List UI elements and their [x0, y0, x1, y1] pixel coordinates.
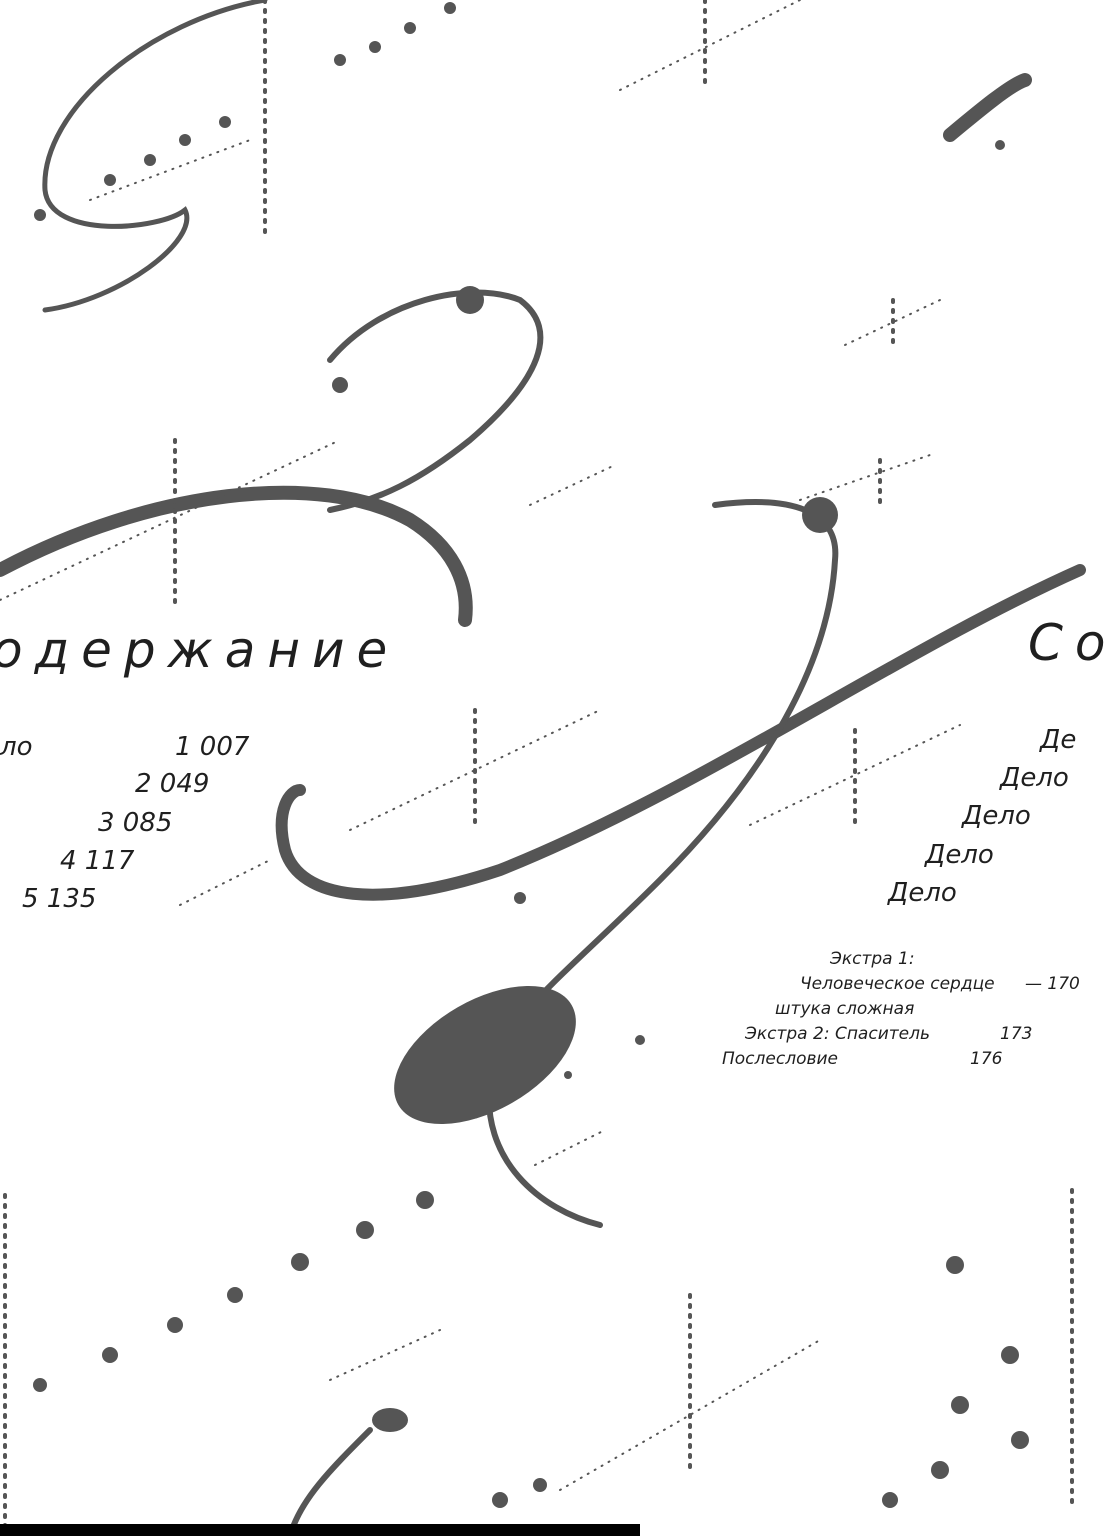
extra-1-page-number: — 170	[1025, 974, 1080, 994]
decorative-background	[0, 0, 1086, 1536]
toc-right-label-5: Дело	[888, 878, 957, 908]
large-leaf-shape	[394, 985, 576, 1125]
swirl-right-vertical	[485, 499, 839, 1228]
toc-left-number-4: 4 117	[60, 846, 135, 876]
toc-right-label-1: Де	[1040, 725, 1077, 755]
afterword-page-number: 176	[970, 1049, 1003, 1069]
extra-1-title-line-1: Человеческое сердце	[800, 974, 995, 994]
swirl-bottom	[287, 1427, 373, 1536]
swirl-large-left	[0, 485, 473, 627]
toc-right-label-2: Дело	[1000, 763, 1069, 793]
toc-right-label-4: Дело	[925, 840, 994, 870]
swirl-upper-middle	[327, 289, 544, 513]
extra-2-page-number: 173	[1000, 1024, 1033, 1044]
afterword-title: Послесловие	[722, 1049, 838, 1069]
toc-left-number-5: 5 135	[22, 884, 97, 914]
ball-right	[802, 497, 838, 533]
extra-1-title-line-2: штука сложная	[775, 999, 915, 1019]
toc-left-number-1: 1 007	[175, 732, 250, 762]
swirl-top-left	[42, 0, 268, 313]
swirl-top-right	[943, 73, 1032, 142]
toc-left-number-3: 3 085	[98, 808, 173, 838]
extra-2-title: Экстра 2: Спаситель	[745, 1024, 930, 1044]
bottom-edge-bar	[0, 1524, 640, 1536]
page-title-left: одержание	[0, 621, 400, 679]
swirl-diagonal	[275, 564, 1086, 901]
ball-upper-middle	[456, 286, 484, 314]
toc-left-number-2: 2 049	[135, 769, 210, 799]
toc-right-label-3: Дело	[962, 801, 1031, 831]
page-title-right: Со	[1028, 614, 1118, 672]
extra-1-heading: Экстра 1:	[830, 949, 915, 969]
toc-left-label-1: ло	[0, 732, 33, 762]
